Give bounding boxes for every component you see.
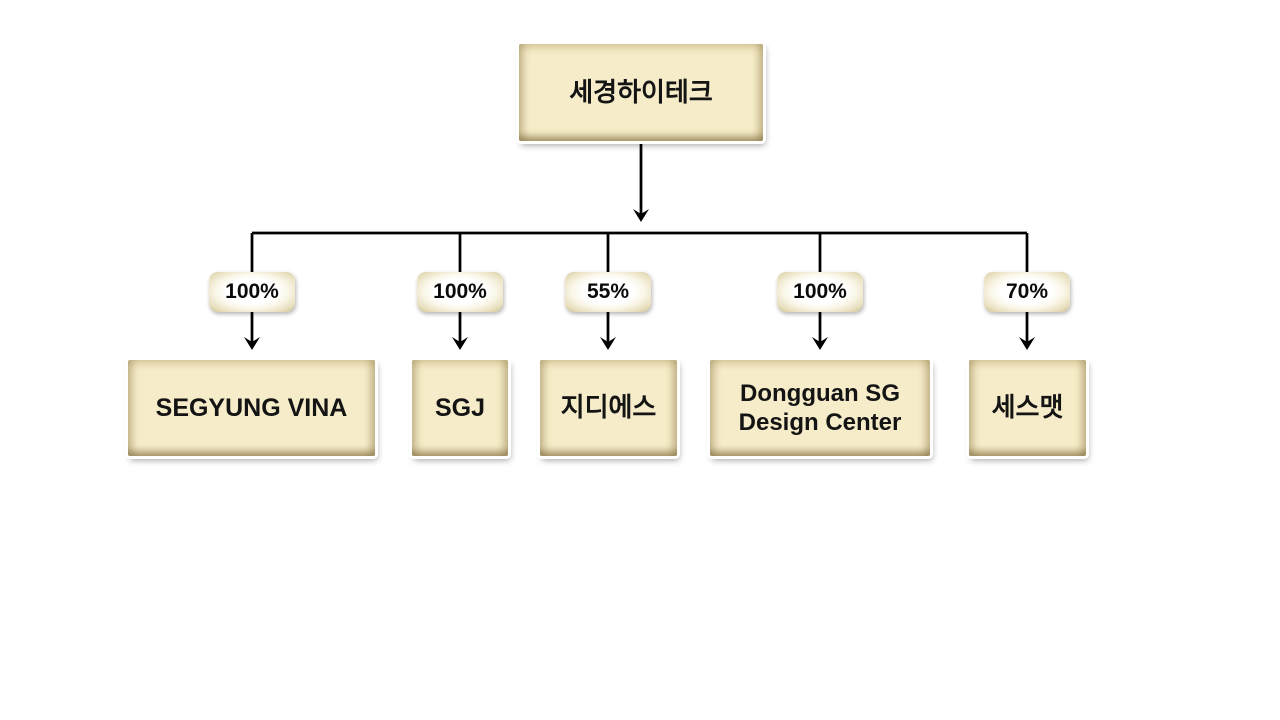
ownership-badge-4: 100% <box>777 272 863 312</box>
subsidiary-name: 세스맷 <box>991 392 1064 423</box>
arrowhead-root <box>633 209 649 222</box>
node-subsidiary-dongguan-sg-design-center: Dongguan SG Design Center <box>710 360 930 456</box>
ownership-badge-2: 100% <box>417 272 503 312</box>
subsidiary-name: SEGYUNG VINA <box>155 393 348 422</box>
node-subsidiary-sesmat: 세스맷 <box>969 360 1086 456</box>
node-subsidiary-segyung-vina: SEGYUNG VINA <box>128 360 375 456</box>
subsidiary-name: Dongguan SG Design Center <box>738 379 902 436</box>
parent-company-label: 세경하이테크 <box>569 76 713 107</box>
node-parent-company: 세경하이테크 <box>519 44 763 141</box>
node-subsidiary-gds: 지디에스 <box>540 360 677 456</box>
ownership-badge-3: 55% <box>565 272 651 312</box>
ownership-value: 100% <box>433 280 487 303</box>
ownership-value: 55% <box>586 280 630 303</box>
arrowhead-1 <box>244 337 260 350</box>
arrowhead-5 <box>1019 337 1035 350</box>
ownership-badge-1: 100% <box>209 272 295 312</box>
arrowhead-2 <box>452 337 468 350</box>
ownership-value: 100% <box>225 280 279 303</box>
arrowhead-4 <box>812 337 828 350</box>
ownership-badge-5: 70% <box>984 272 1070 312</box>
subsidiary-name: 지디에스 <box>560 392 657 423</box>
arrowhead-3 <box>600 337 616 350</box>
node-subsidiary-sgj: SGJ <box>412 360 508 456</box>
ownership-value: 70% <box>1005 280 1049 303</box>
ownership-value: 100% <box>793 280 847 303</box>
subsidiary-name: SGJ <box>434 393 486 422</box>
